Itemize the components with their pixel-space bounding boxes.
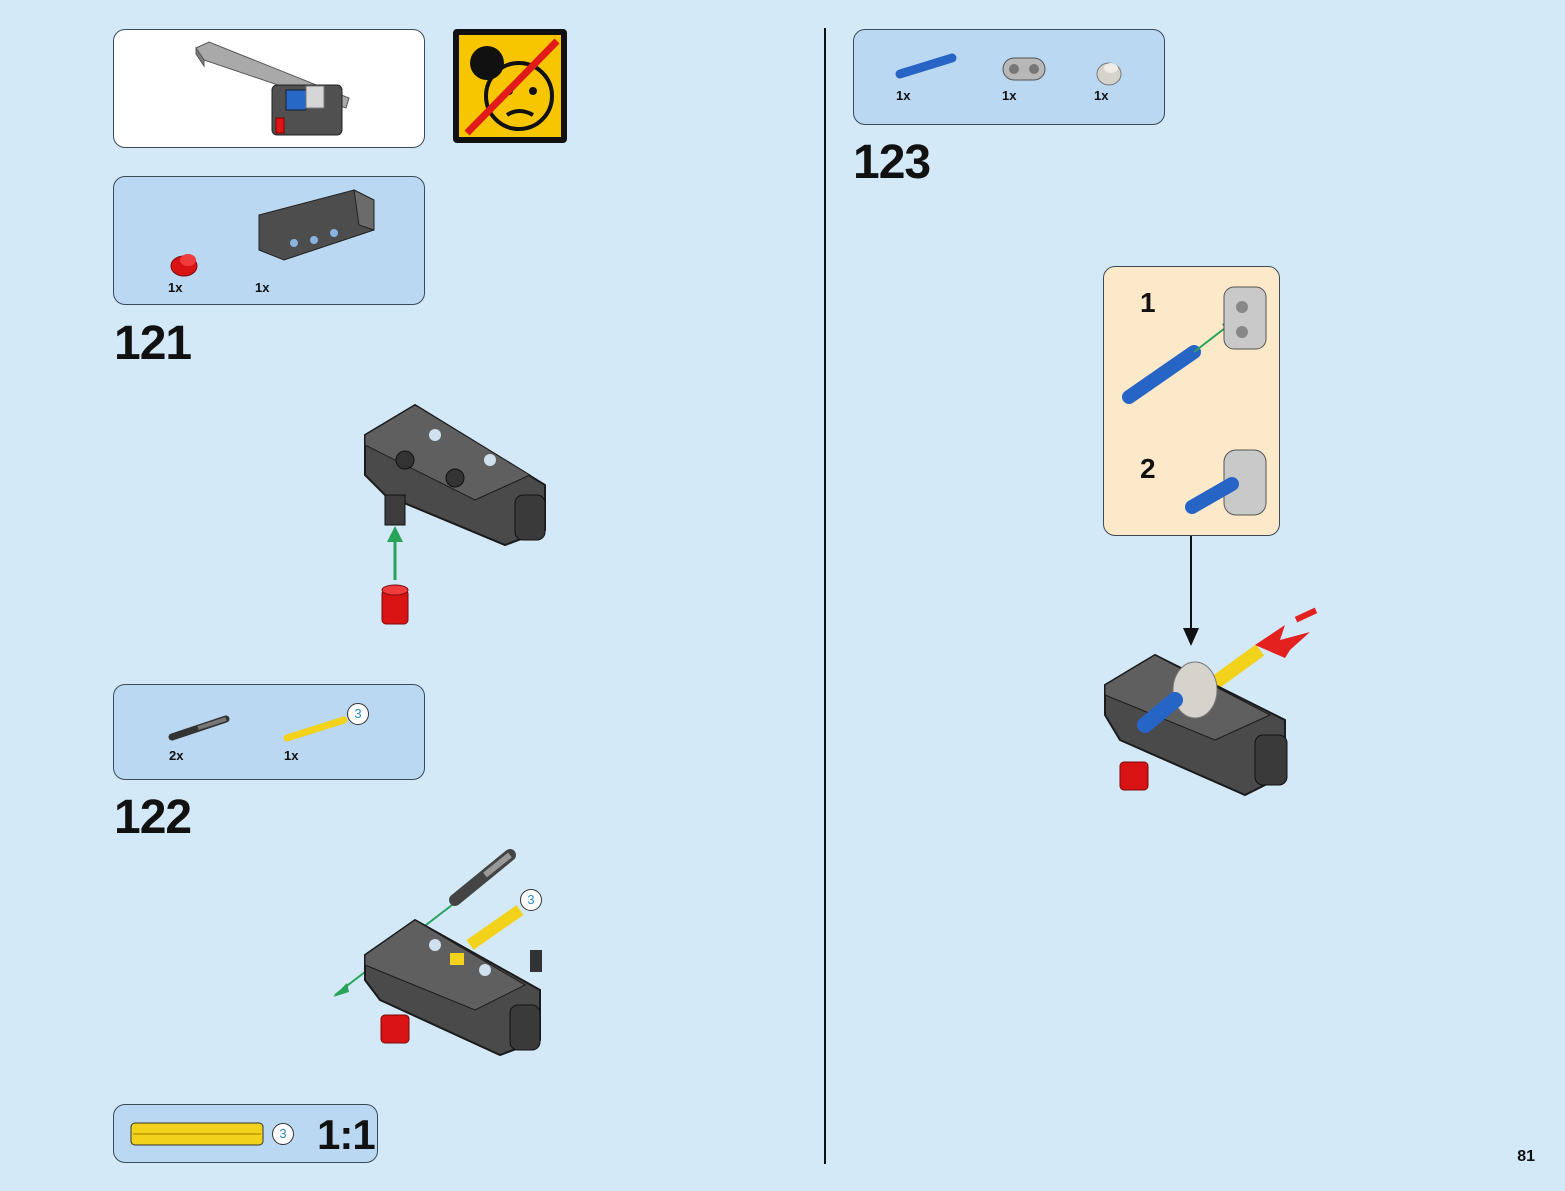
parts-list-step-122: 3 2x 1x [113,684,425,780]
step-123-assembly [1095,600,1335,800]
yellow-axle-icon [282,713,352,743]
previous-model-view [113,29,425,148]
step-number: 121 [114,316,191,371]
step-122-assembly [325,845,565,1075]
part-qty: 1x [896,88,910,103]
sub-assembly-callout: 1 2 [1103,266,1280,536]
part-qty: 1x [168,280,182,295]
yellow-axle-icon [130,1121,266,1149]
part-qty: 1x [1094,88,1108,103]
page-divider [824,28,826,1164]
substep-2-illustration [1114,442,1274,532]
part-qty: 1x [1002,88,1016,103]
part-qty: 2x [169,748,183,763]
scale-ratio: 1:1 [317,1111,375,1159]
step-number: 123 [853,135,930,190]
scale-guide: 3 1:1 [113,1104,378,1163]
gray-connector-icon [999,52,1051,88]
axle-length-badge: 3 [347,703,369,725]
part-qty: 1x [255,280,269,295]
scale-length-badge: 3 [272,1123,294,1145]
shock-absorber-icon [168,713,232,743]
model-preview-icon [114,30,426,149]
page-number: 81 [1517,1148,1535,1166]
parts-list-step-121: 1x 1x [113,176,425,305]
parts-list-step-123: 1x 1x 1x [853,29,1165,125]
axle-length-callout: 3 [520,889,542,911]
blue-pin-icon [894,50,958,80]
gray-bush-icon [1091,54,1127,90]
no-looking-at-sun-icon [453,29,567,143]
substep-1-illustration [1114,277,1274,407]
engine-housing-icon [249,185,389,270]
red-bush-icon [164,250,204,280]
warning-sign [453,29,567,143]
part-qty: 1x [284,748,298,763]
step-number: 122 [114,790,191,845]
step-121-assembly [355,400,555,640]
